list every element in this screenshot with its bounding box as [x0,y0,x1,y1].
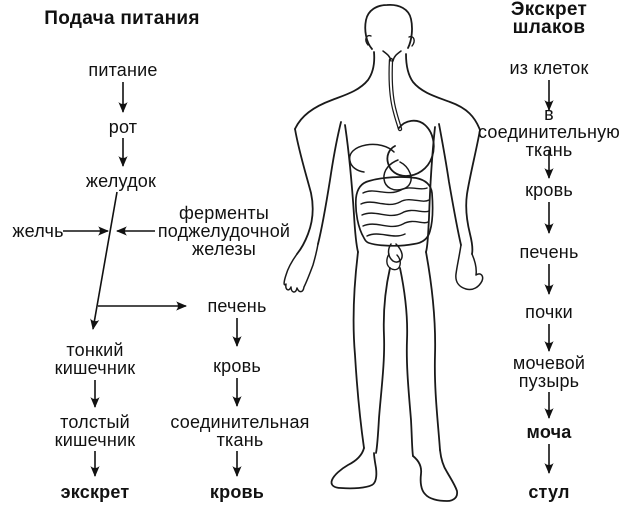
node-pancreatic-enzymes: ферменты поджелудочной железы [157,203,291,259]
node-blood: кровь [213,356,261,376]
node-large-intestine: толстый кишечник [54,412,136,450]
rectum-organ [387,243,403,263]
node-liver: печень [207,296,267,316]
head-outline [364,4,413,50]
node-from-cells: из клеток [509,58,589,78]
node-stool: стул [528,482,570,502]
left-foot [330,447,378,490]
small-intestine-coils [360,187,430,237]
right-hand [455,244,484,291]
large-intestine-organ [354,176,434,247]
liver-edge [348,143,395,173]
left-leg-outer [352,251,365,449]
left-torso-edge [344,124,359,253]
right-leg-inner [399,267,414,457]
left-arm-outer [294,128,314,255]
node-blood-right: кровь [525,180,573,200]
left-flow-title: Подача питания [44,8,200,29]
stomach-organ [386,119,435,177]
right-arm-outer [465,129,481,255]
node-bile: желчь [12,221,64,241]
node-excrement: экскрет [60,482,130,502]
node-connective-tissue: соединительная ткань [170,412,310,450]
groin-detail [386,253,401,271]
right-arm-inner [438,123,462,246]
pharynx [382,50,402,62]
node-kidneys: почки [525,302,573,322]
left-leg-inner [375,267,391,454]
left-ear [365,34,372,46]
node-liver-right: печень [519,242,579,262]
right-ear [408,35,415,47]
left-hand [283,243,319,293]
right-shoulder [405,53,481,131]
esophagus-lumen [389,59,401,130]
node-small-intestine: тонкий кишечник [54,340,136,378]
node-mouth: рот [108,117,138,137]
arrow-stomach-to-small-intestine [90,191,118,330]
right-flow-title: Экскрет шлаков [510,0,588,38]
node-stomach: желудок [85,171,157,191]
node-blood-final: кровь [209,482,265,502]
right-foot [412,449,459,502]
node-urine: моча [526,422,572,442]
node-food: питание [88,60,158,80]
left-arm-inner [317,121,342,245]
right-leg-outer [425,251,441,451]
left-shoulder [294,51,376,130]
node-bladder: мочевой пузырь [512,353,586,391]
node-into-connective-tissue: в соединительную ткань [478,104,620,160]
